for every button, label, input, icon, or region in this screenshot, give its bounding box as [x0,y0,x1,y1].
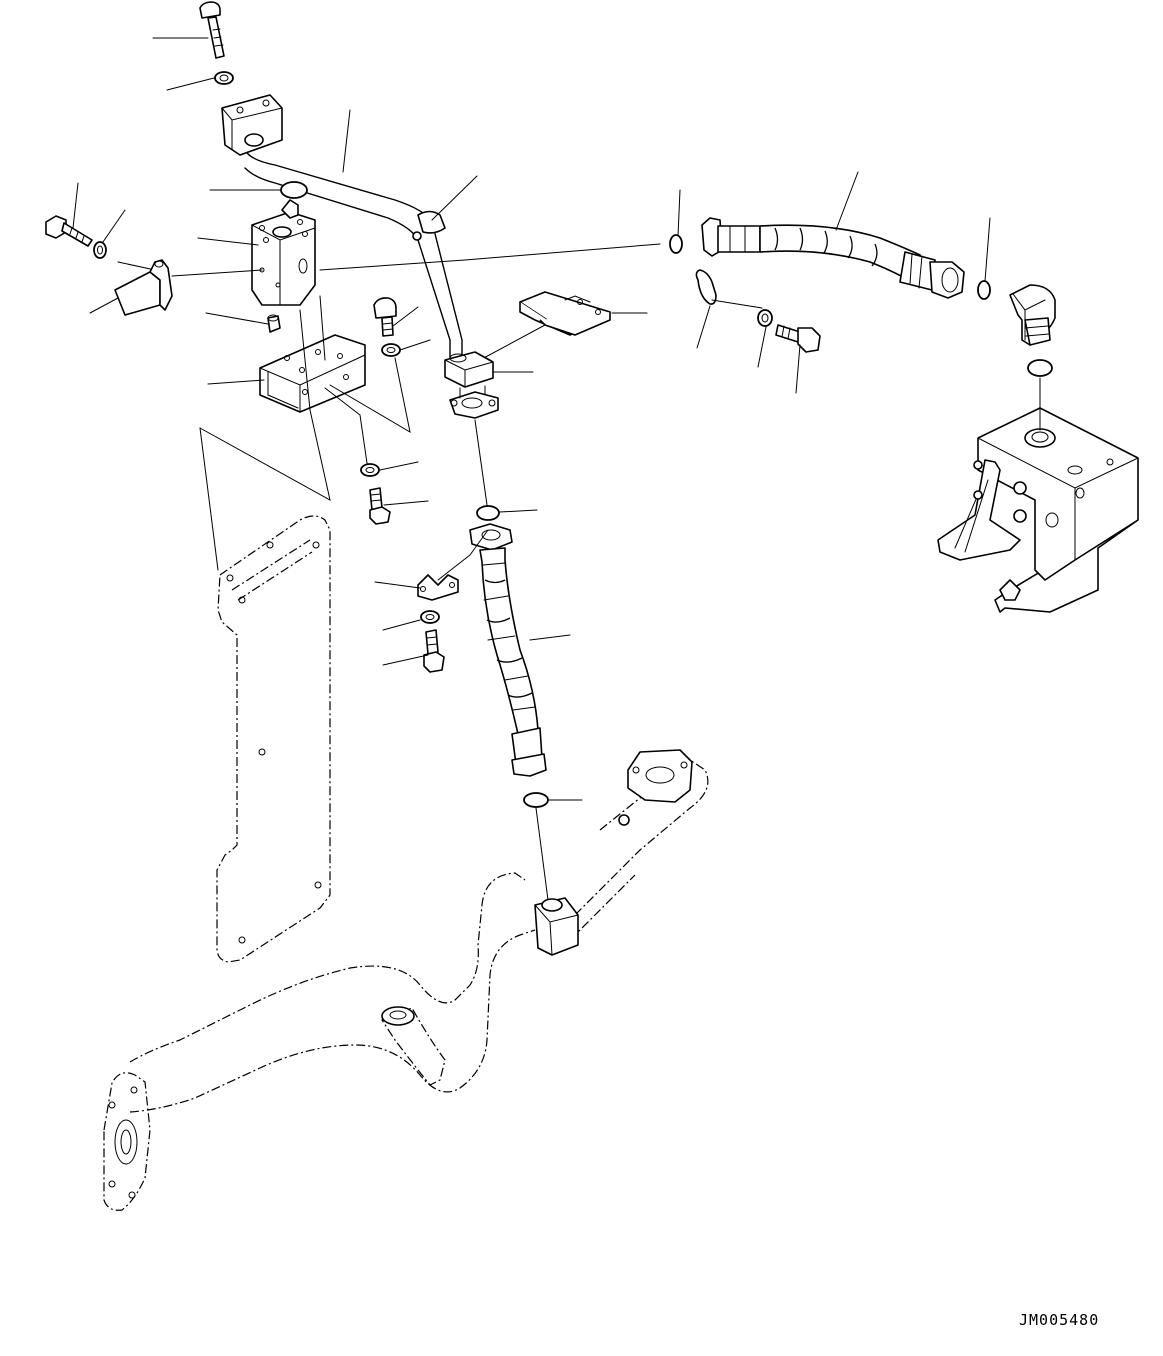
leader-washer-top [166,77,215,91]
leader-hose-horizontal [835,171,859,231]
bolt-mid-lower [369,487,391,525]
leader-clip-right-arm [711,299,763,309]
leader-o-ring-mid [499,509,538,513]
leader-bracket-right-link [479,324,546,361]
leader-bolt-lower [382,654,429,666]
o-ring-hose-right [977,280,991,300]
leader-valve-port [319,259,466,271]
bolt-lower [423,629,445,673]
clip-right [695,269,717,305]
leader-o-ring-hose-left-line [464,243,661,261]
leader-hose-clamp-link [469,529,489,556]
clamp-block [444,351,494,388]
leader-plug [205,312,269,325]
leader-clamp-half [374,581,421,589]
leader-washer-lower [382,619,421,631]
plug [267,314,281,333]
leader-axis-bottom [535,807,549,901]
assembly-guides [199,295,411,571]
mount-bracket-right [519,291,611,336]
washer-left [93,241,107,259]
elbow-fitting [1009,284,1056,346]
leader-clip-left-arm [117,261,156,271]
upper-flange-block [221,94,283,156]
washer-top [214,71,234,85]
bolt-right [775,324,821,353]
leader-hose-vertical [529,634,571,641]
leader-bolt-mid [392,306,419,327]
leader-clip-right [696,305,711,349]
washer-lower [420,610,440,624]
leader-washer-right [757,326,767,368]
leader-tube-clip [89,297,119,314]
o-ring-bottom [523,792,549,808]
drawing-code: JM005480 [1019,1311,1099,1329]
leader-washer-left [102,209,126,243]
leader-washer-mid-lower [379,461,419,471]
leader-clamp-half-link [437,554,471,581]
leader-bolt-mid-lower [383,500,429,506]
o-ring-hose-left [669,234,683,254]
o-ring-upper [280,181,308,199]
leader-washer-mid [399,339,431,351]
leader-valve-block [197,237,259,246]
leader-tube-clip-top [431,175,478,221]
hose-horizontal [701,217,965,299]
bolt-left [45,215,93,247]
o-ring-mid [476,505,500,521]
o-ring-elbow [1027,359,1053,377]
leader-bolt-left [72,182,79,229]
leader-bolt-right [795,344,801,394]
leader-o-ring-hose-left [677,189,681,237]
mount-bracket-left [259,334,366,413]
valve-block [251,199,316,306]
bolt-top [199,1,225,59]
steel-tube-upper [244,149,463,361]
bolt-mid [373,297,397,337]
split-flange-upper [449,385,499,419]
washer-right [757,309,773,327]
leader-axis-upper [474,419,488,506]
radiator-frame [216,515,331,963]
lower-pipe [103,749,709,1211]
clamp-half [417,574,459,601]
washer-mid [381,343,401,357]
control-valve [937,407,1139,613]
hose-vertical [469,523,547,777]
leader-steel-tube [342,109,351,173]
leader-o-ring-hose-right [984,217,991,282]
washer-mid-lower [360,463,380,477]
leader-clip-to-block [171,269,263,277]
tube-clip [114,259,173,316]
leader-bracket-left [207,379,265,385]
